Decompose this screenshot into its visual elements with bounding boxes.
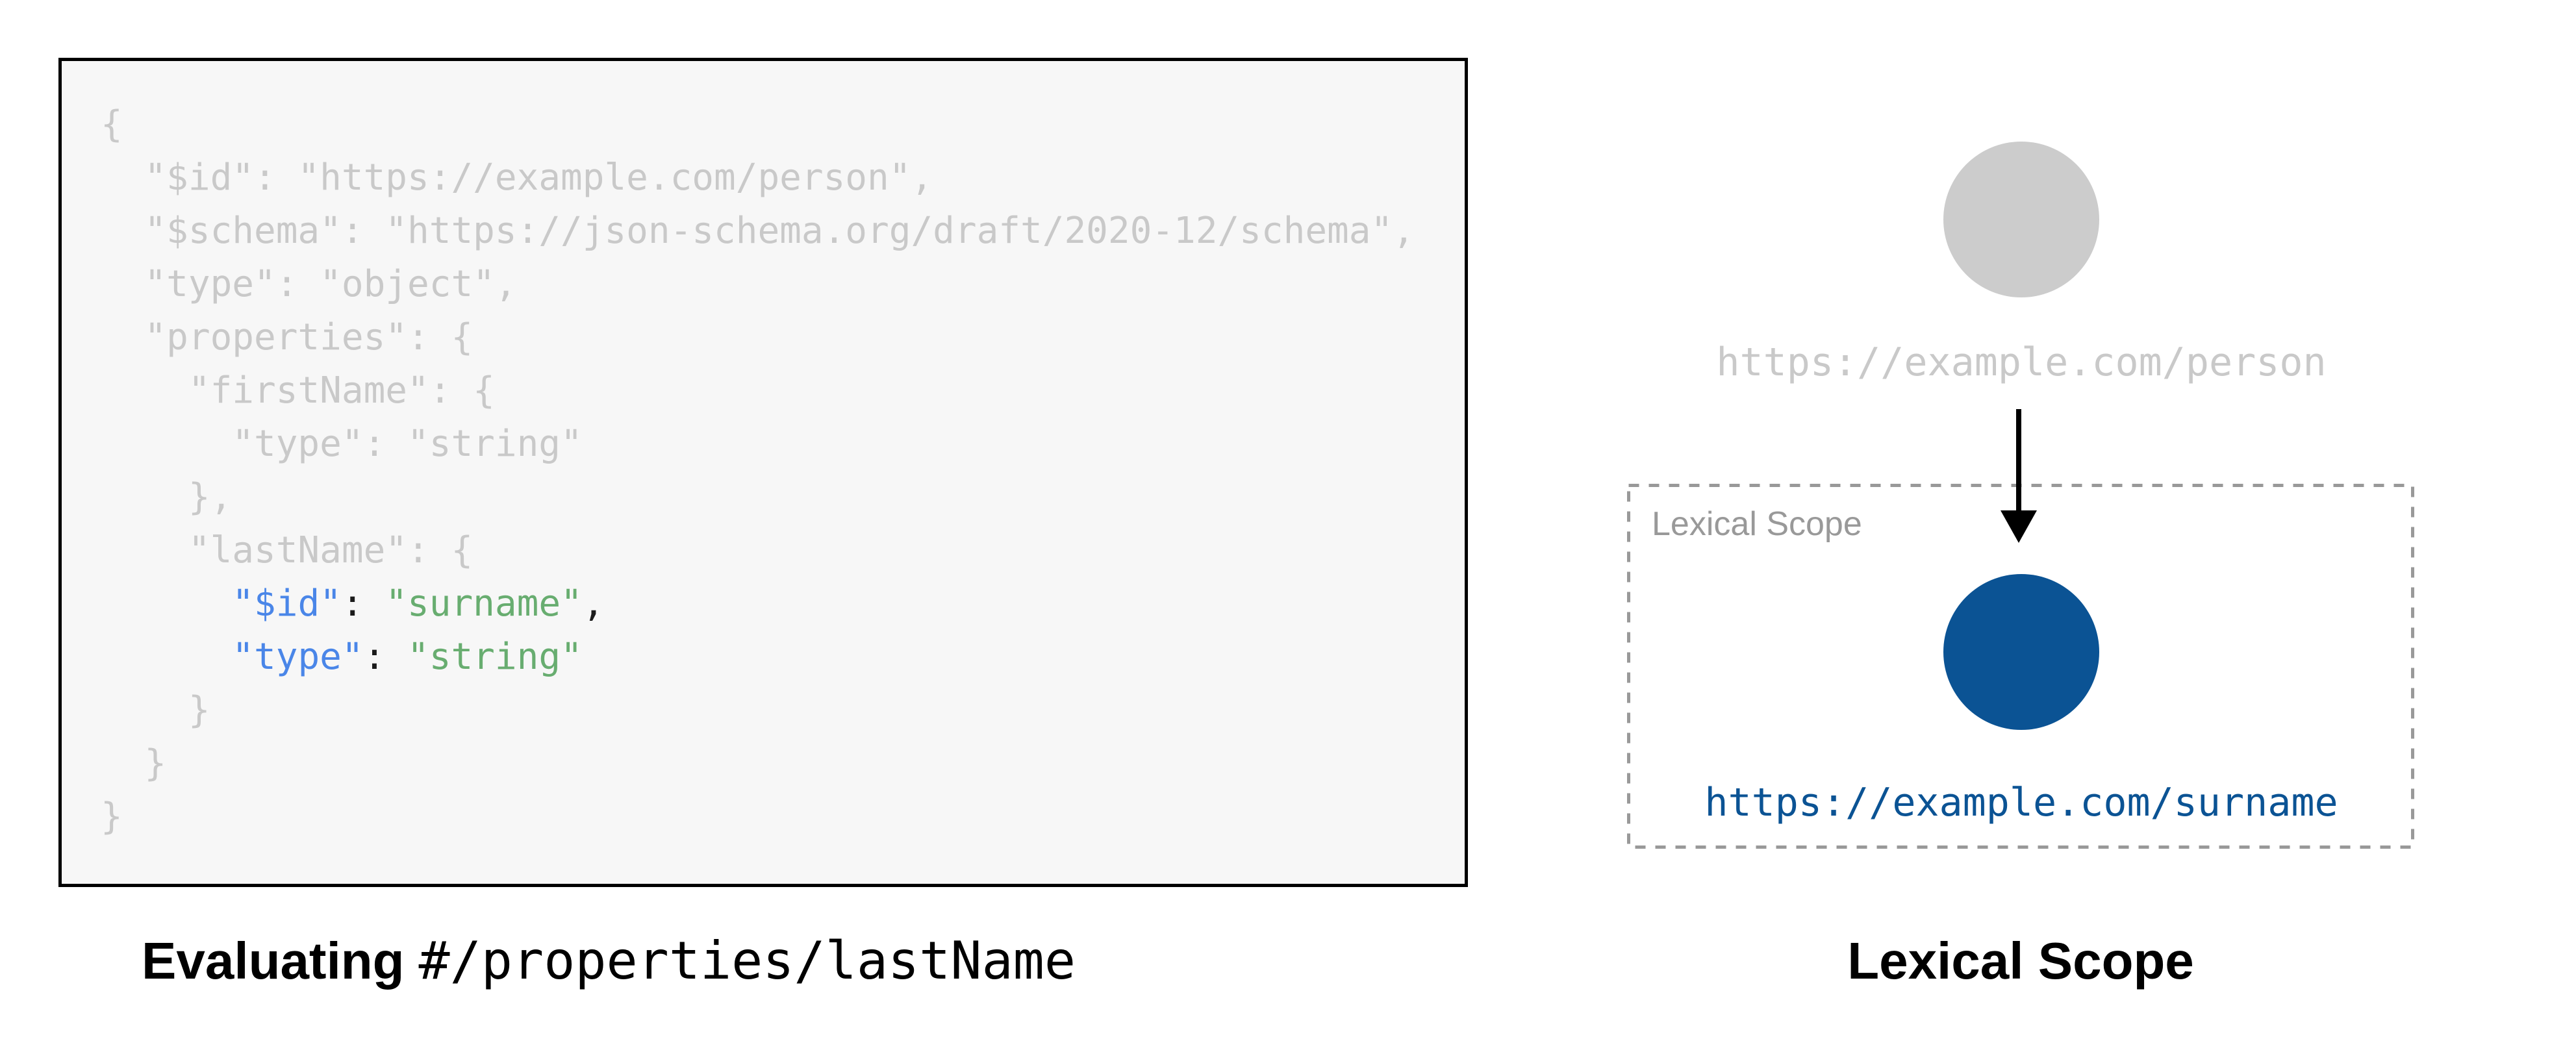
code-token: "$id": [232, 582, 342, 625]
code-token: [101, 636, 232, 678]
code-line: "type": "object",: [101, 258, 1445, 311]
code-line: }: [101, 684, 1445, 737]
code-line: "$id": "https://example.com/person",: [101, 151, 1445, 205]
code-token: ,: [582, 582, 605, 625]
code-token: [101, 582, 232, 625]
right-caption: Lexical Scope: [1847, 932, 2194, 990]
code-line: }: [101, 737, 1445, 790]
code-line: },: [101, 471, 1445, 524]
schema-code-panel: { "$id": "https://example.com/person", "…: [58, 58, 1468, 887]
code-line: "lastName": {: [101, 524, 1445, 577]
child-schema-node: [1943, 574, 2099, 730]
parent-uri-label: https://example.com/person: [1716, 340, 2327, 385]
code-token: "properties": {: [101, 316, 474, 358]
left-caption-evaluating: Evaluating: [142, 932, 405, 990]
code-token: "type": "object",: [101, 263, 517, 305]
code-line: "$schema": "https://json-schema.org/draf…: [101, 205, 1445, 258]
code-line: {: [101, 98, 1445, 151]
code-token: }: [101, 742, 167, 784]
code-token: },: [101, 476, 233, 518]
code-line: "firstName": {: [101, 364, 1445, 418]
code-line: "type": "string": [101, 631, 1445, 684]
code-token: "type": "string": [101, 423, 583, 465]
code-token: "string": [407, 636, 583, 678]
code-token: }: [101, 795, 123, 838]
code-token: "$schema": "https://json-schema.org/draf…: [101, 210, 1415, 252]
scope-box-title: Lexical Scope: [1652, 505, 1862, 543]
parent-schema-node: [1943, 142, 2099, 297]
code-token: :: [341, 582, 386, 625]
left-caption: Evaluating#/properties/lastName: [142, 929, 1076, 994]
code-token: "surname": [385, 582, 583, 625]
code-token: }: [101, 689, 210, 731]
code-block: { "$id": "https://example.com/person", "…: [62, 61, 1465, 844]
code-token: "lastName": {: [101, 529, 474, 571]
code-token: "$id": "https://example.com/person",: [101, 156, 933, 199]
left-caption-json-pointer: #/properties/lastName: [418, 931, 1076, 991]
code-line: "type": "string": [101, 418, 1445, 471]
code-line: "$id": "surname",: [101, 577, 1445, 631]
child-uri-label: https://example.com/surname: [1704, 780, 2338, 825]
code-token: :: [363, 636, 408, 678]
code-line: "properties": {: [101, 311, 1445, 364]
code-line: }: [101, 790, 1445, 844]
code-token: "type": [232, 636, 364, 678]
code-token: "firstName": {: [101, 369, 495, 412]
arrow-head-icon: [2001, 510, 2037, 543]
arrow-shaft: [2016, 409, 2021, 512]
code-token: {: [101, 103, 123, 145]
